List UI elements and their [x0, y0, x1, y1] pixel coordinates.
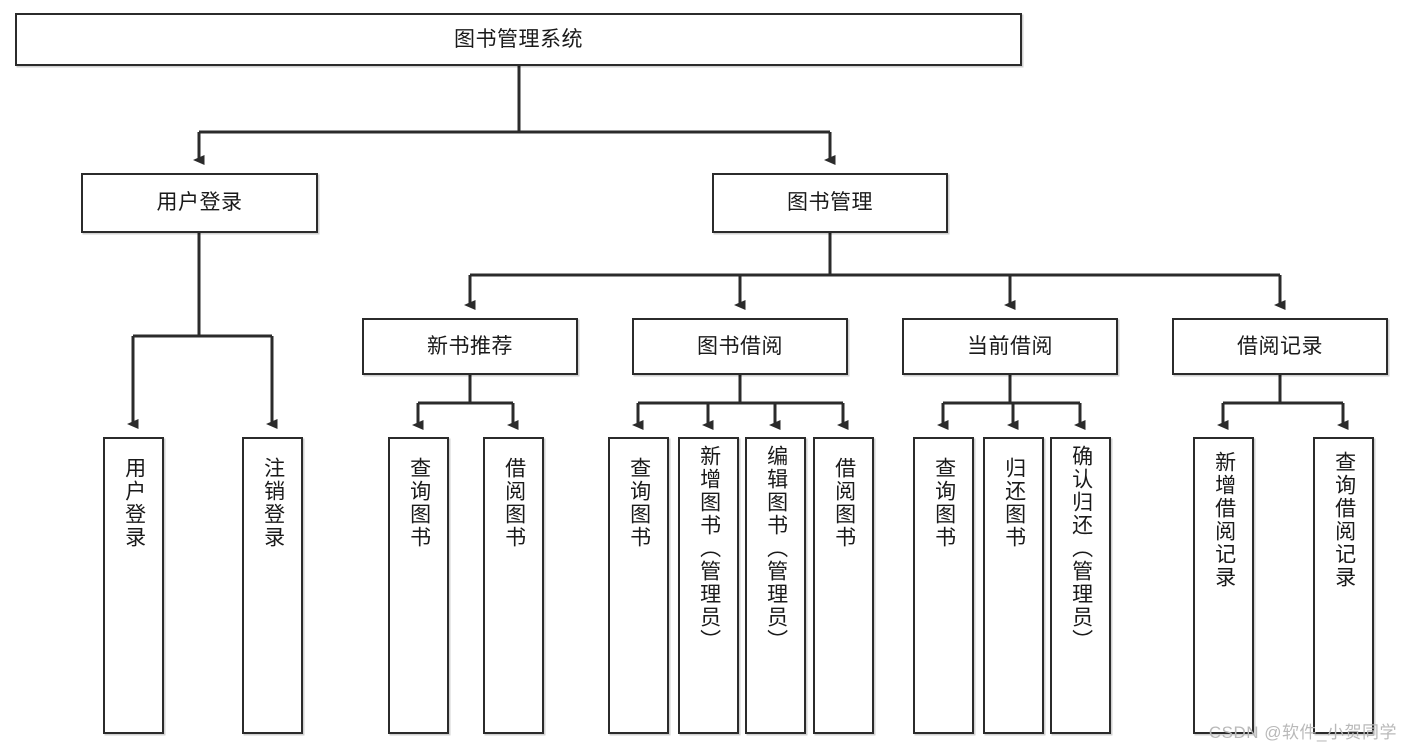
node-leaf-return-book-label: 归还图书 [1002, 457, 1026, 549]
node-leaf-add-book[interactable]: 新增图书（管理员） [678, 437, 739, 734]
node-root[interactable]: 图书管理系统 [15, 13, 1022, 66]
node-current-borrow[interactable]: 当前借阅 [902, 318, 1118, 375]
node-leaf-query-book-3-label: 查询图书 [932, 457, 956, 549]
node-leaf-add-record-label: 新增借阅记录 [1212, 451, 1236, 589]
node-borrow-record-label: 借阅记录 [1237, 334, 1323, 358]
node-leaf-user-login[interactable]: 用户登录 [103, 437, 164, 734]
node-leaf-query-record[interactable]: 查询借阅记录 [1313, 437, 1374, 734]
node-leaf-borrow-book-2-label: 借阅图书 [832, 457, 856, 549]
node-leaf-edit-book[interactable]: 编辑图书（管理员） [745, 437, 806, 734]
node-leaf-user-login-label: 用户登录 [122, 457, 146, 549]
node-leaf-borrow-book-2[interactable]: 借阅图书 [813, 437, 874, 734]
node-leaf-query-book-2[interactable]: 查询图书 [608, 437, 669, 734]
node-leaf-query-record-label: 查询借阅记录 [1332, 451, 1356, 589]
node-book-borrow-label: 图书借阅 [697, 334, 783, 358]
node-book-manage[interactable]: 图书管理 [712, 173, 948, 233]
node-leaf-add-book-label: 新增图书（管理员） [697, 445, 721, 652]
node-leaf-add-record[interactable]: 新增借阅记录 [1193, 437, 1254, 734]
node-leaf-borrow-book-1-label: 借阅图书 [502, 457, 526, 549]
node-new-book-rec-label: 新书推荐 [427, 334, 513, 358]
node-leaf-confirm-return-label: 确认归还（管理员） [1069, 445, 1093, 652]
node-leaf-query-book-2-label: 查询图书 [627, 457, 651, 549]
node-new-book-rec[interactable]: 新书推荐 [362, 318, 578, 375]
node-book-borrow[interactable]: 图书借阅 [632, 318, 848, 375]
node-leaf-query-book-3[interactable]: 查询图书 [913, 437, 974, 734]
node-leaf-user-logout-label: 注销登录 [261, 457, 285, 549]
node-user-login[interactable]: 用户登录 [81, 173, 318, 233]
node-leaf-query-book-1-label: 查询图书 [407, 457, 431, 549]
node-book-manage-label: 图书管理 [787, 191, 873, 215]
node-user-login-label: 用户登录 [156, 191, 243, 215]
node-leaf-confirm-return[interactable]: 确认归还（管理员） [1050, 437, 1111, 734]
node-borrow-record[interactable]: 借阅记录 [1172, 318, 1388, 375]
node-leaf-query-book-1[interactable]: 查询图书 [388, 437, 449, 734]
node-leaf-user-logout[interactable]: 注销登录 [242, 437, 303, 734]
csdn-watermark: CSDN @软件_小贺同学 [1208, 723, 1397, 742]
node-leaf-edit-book-label: 编辑图书（管理员） [764, 445, 788, 652]
node-leaf-borrow-book-1[interactable]: 借阅图书 [483, 437, 544, 734]
node-leaf-return-book[interactable]: 归还图书 [983, 437, 1044, 734]
node-current-borrow-label: 当前借阅 [967, 334, 1053, 358]
node-root-label: 图书管理系统 [454, 27, 583, 51]
